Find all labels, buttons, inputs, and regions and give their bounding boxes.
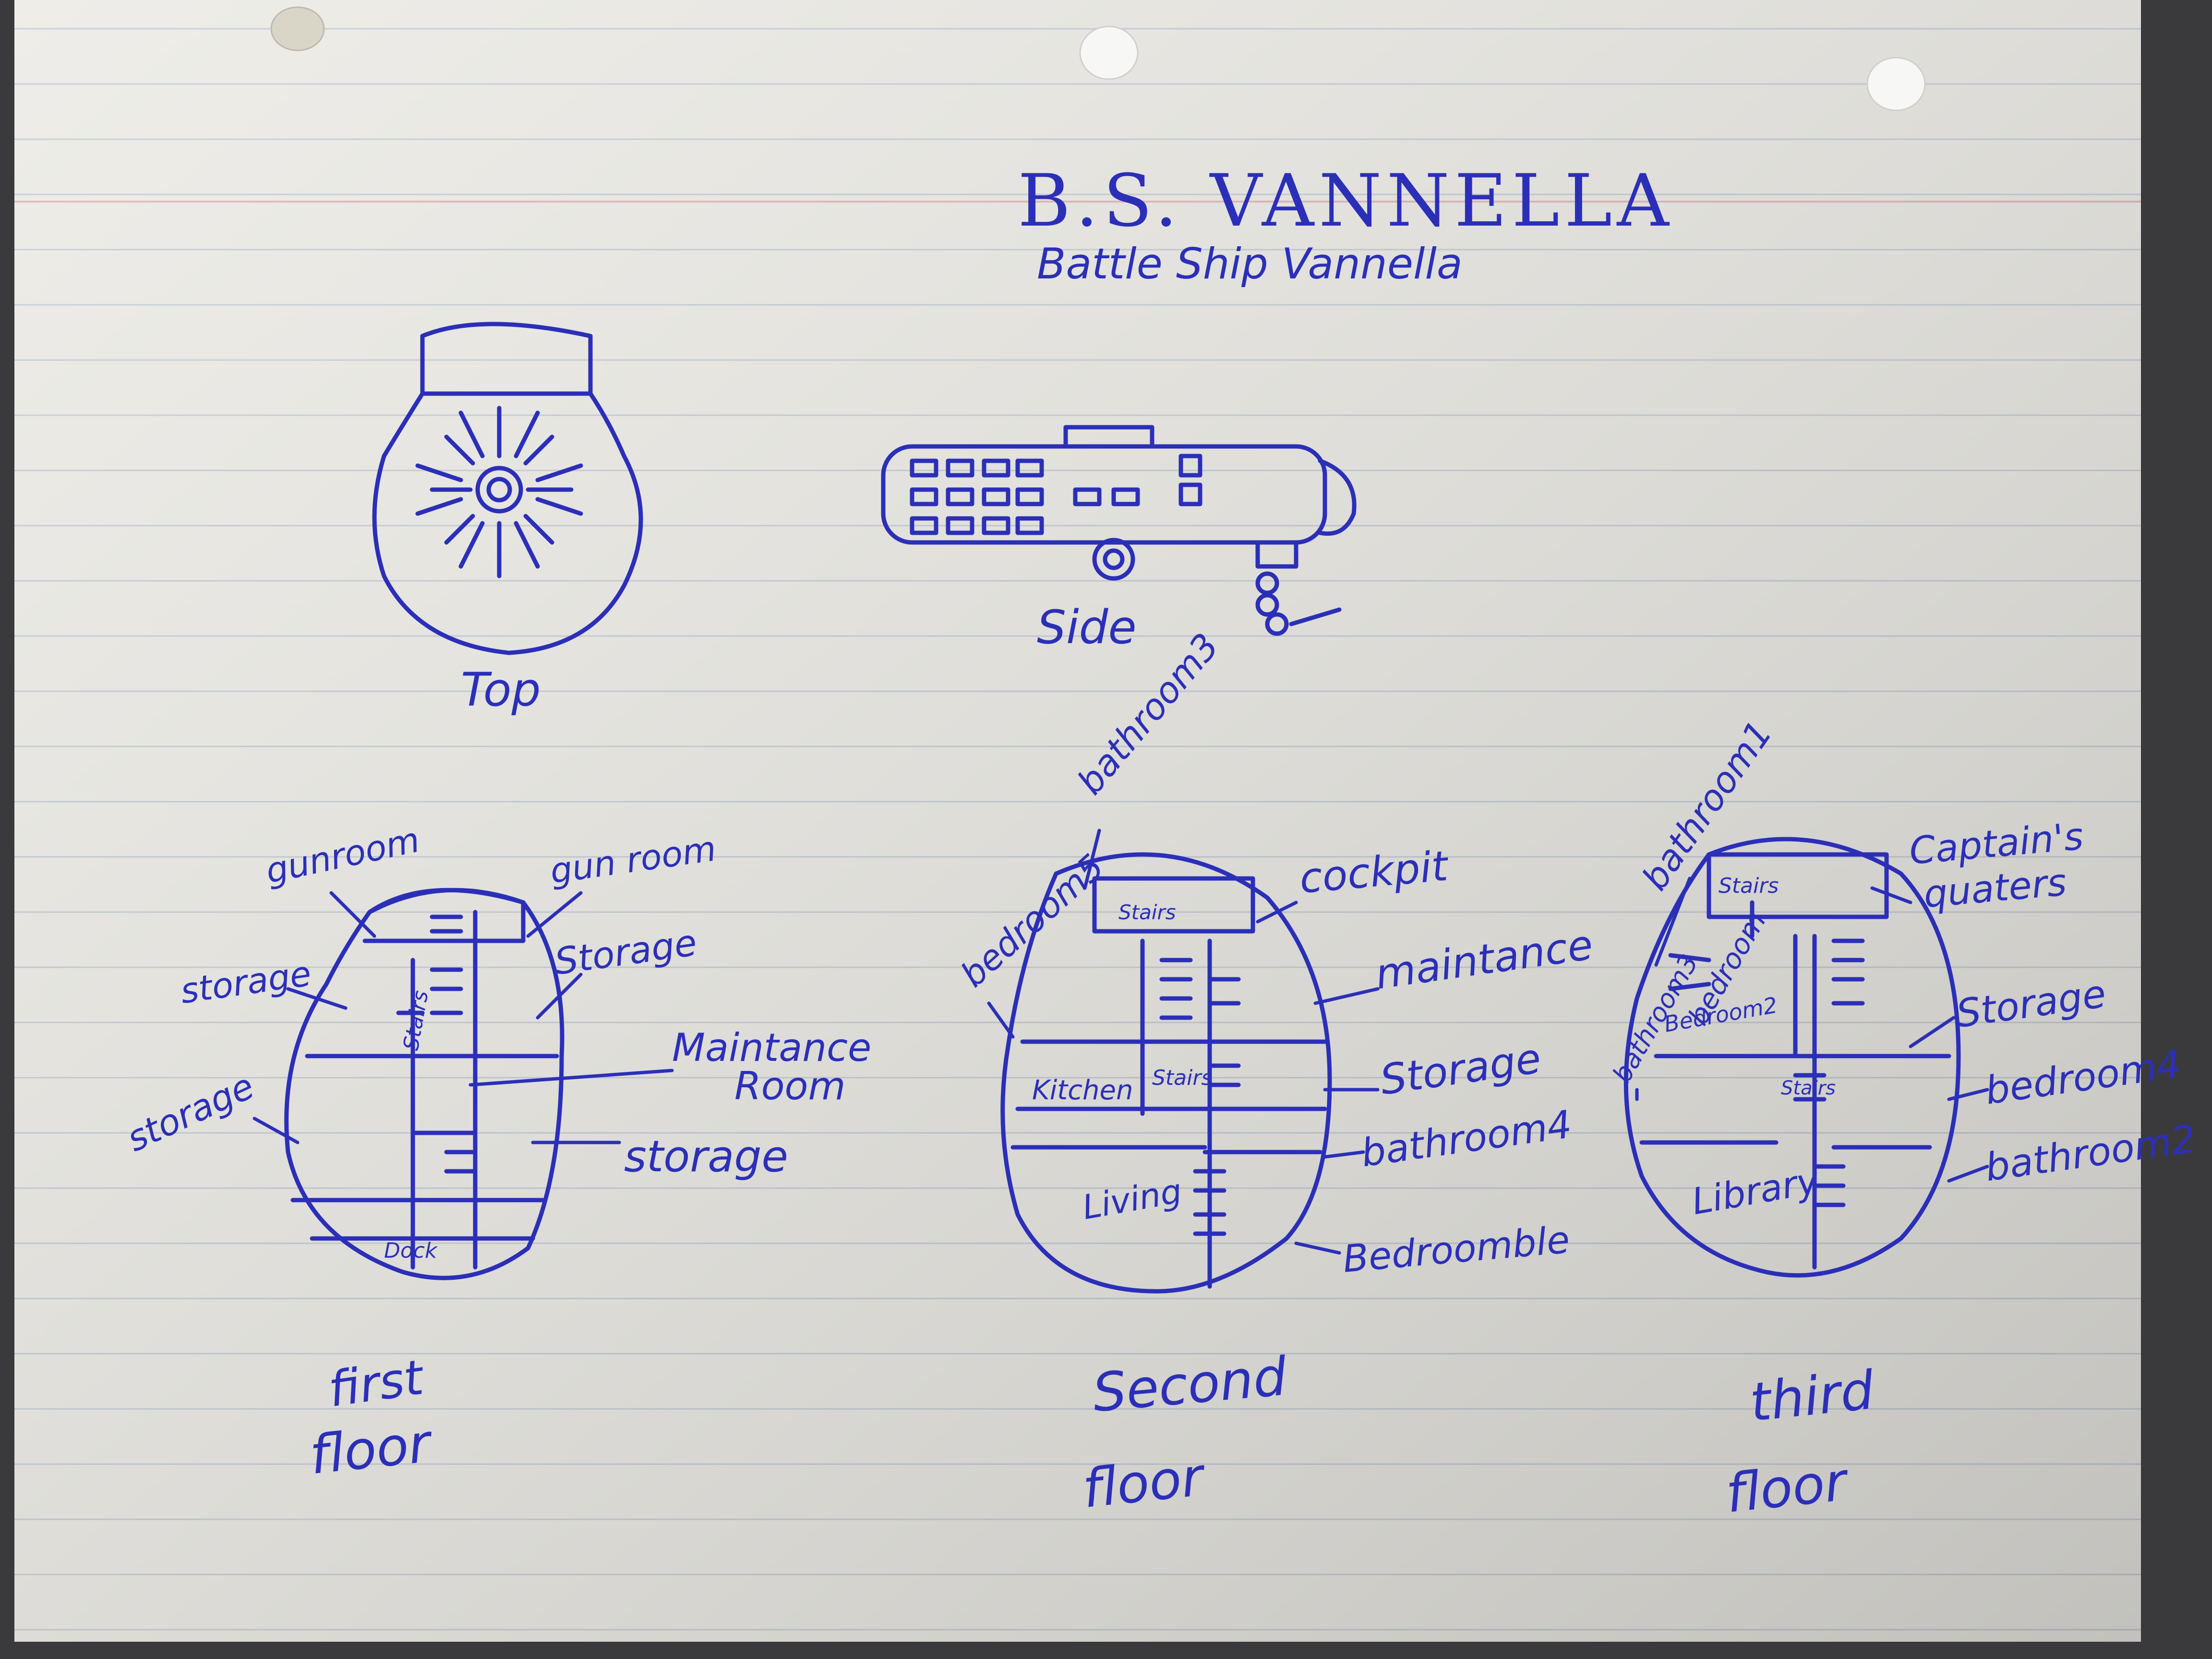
room-stairs-top: Stairs — [1719, 874, 1779, 898]
page-subtitle: Battle Ship Vannella — [1037, 239, 1463, 289]
side-view-sketch — [881, 425, 1357, 636]
punch-hole — [1079, 25, 1139, 80]
first-floor-plan — [284, 888, 565, 1280]
side-view-caption: Side — [1037, 601, 1137, 654]
leader-arrows — [252, 829, 1989, 1255]
second-floor-caption-line2: floor — [1080, 1446, 1209, 1520]
room-dock: Dock — [384, 1238, 438, 1263]
first-floor-caption-line1: first — [325, 1349, 428, 1418]
room-stairs-mid: Stairs — [1152, 1066, 1212, 1090]
title-block: B.S. VANNELLA Battle Ship Vannella — [1018, 159, 1674, 289]
punch-hole — [1866, 57, 1926, 111]
page-title: B.S. VANNELLA — [1018, 159, 1674, 243]
first-floor-caption-line2: floor — [307, 1412, 436, 1486]
third-floor-plan — [1623, 837, 1961, 1278]
room-kitchen: Kitchen — [1032, 1075, 1133, 1106]
room-stairs-mid: Stairs — [1781, 1077, 1836, 1099]
punch-hole — [270, 6, 325, 51]
paper-sheet — [14, 0, 2141, 1642]
label-storage-right: storage — [624, 1131, 788, 1182]
room-stairs-top: Stairs — [1118, 901, 1176, 924]
third-floor-caption-line2: floor — [1723, 1451, 1852, 1525]
second-floor-plan — [1000, 852, 1332, 1294]
third-floor-caption-line1: third — [1747, 1359, 1877, 1433]
top-view-sketch — [372, 322, 643, 655]
label-maintenance-line2: Room — [734, 1064, 845, 1108]
label-maintenance-line1: Maintance — [672, 1025, 871, 1070]
top-view-caption: Top — [461, 663, 541, 717]
